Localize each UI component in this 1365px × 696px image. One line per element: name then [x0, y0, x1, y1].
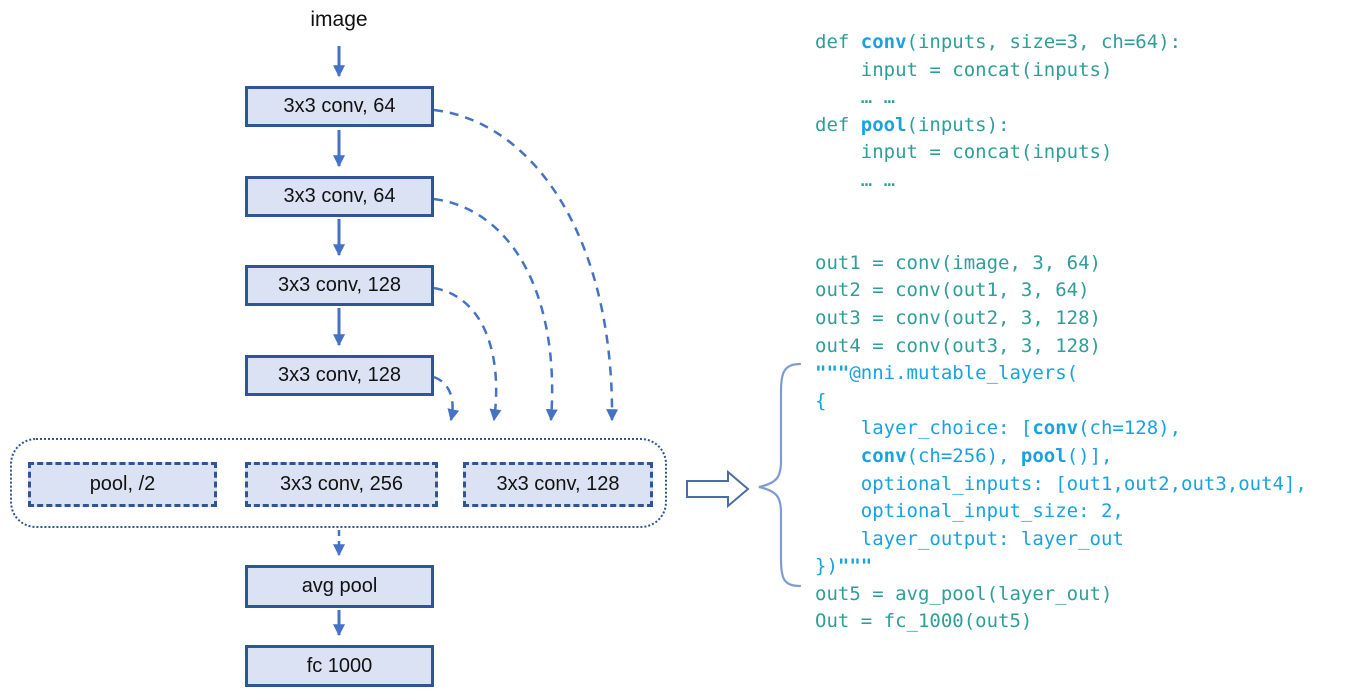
- code-line: input = concat(inputs): [815, 141, 1113, 164]
- code-line: input = concat(inputs): [815, 58, 1113, 81]
- mutable-layer-container: [10, 438, 667, 528]
- code-line: optional_inputs: [out1,out2,out3,out4],: [815, 472, 1307, 495]
- conv-box-4: 3x3 conv, 128: [245, 355, 434, 396]
- code-line: layer_choice: [conv(ch=128),: [815, 417, 1182, 440]
- mutable-choice-pool: pool, /2: [28, 462, 217, 507]
- code-line: … …: [815, 168, 896, 191]
- code-line: out2 = conv(out1, 3, 64): [815, 279, 1090, 302]
- conv-box-2: 3x3 conv, 64: [245, 176, 434, 217]
- mutable-choice-conv-256: 3x3 conv, 256: [245, 462, 438, 507]
- code-line: [815, 222, 1307, 250]
- code-line: })""": [815, 555, 873, 578]
- skip-connection-arc-1: [433, 108, 619, 422]
- skip-connection-arc-3: [433, 286, 502, 422]
- fc-1000-box: fc 1000: [245, 645, 434, 687]
- mutable-choice-conv-128: 3x3 conv, 128: [463, 462, 653, 507]
- code-line: [815, 195, 1307, 223]
- code-line: conv(ch=256), pool()],: [860, 444, 1113, 467]
- code-line: layer_output: layer_out: [815, 527, 1124, 550]
- skip-connection-arc-4: [433, 375, 460, 422]
- conv-box-3: 3x3 conv, 128: [245, 265, 434, 306]
- avg-pool-box: avg pool: [245, 565, 434, 608]
- code-brace: [758, 362, 802, 588]
- code-block: def conv(inputs, size=3, ch=64): input =…: [815, 29, 1307, 636]
- code-line: out5 = avg_pool(layer_out): [815, 582, 1113, 605]
- code-line: """@nni.mutable_layers(: [815, 362, 1079, 385]
- code-line: out1 = conv(image, 3, 64): [815, 251, 1101, 274]
- input-label: image: [310, 8, 368, 31]
- code-line: … …: [815, 86, 896, 109]
- code-line: def conv(inputs, size=3, ch=64):: [815, 31, 1182, 53]
- code-line: out4 = conv(out3, 3, 128): [815, 334, 1101, 357]
- code-line: optional_input_size: 2,: [815, 500, 1124, 523]
- code-line: {: [815, 389, 827, 412]
- skip-connection-arc-2: [433, 197, 558, 422]
- code-line: out3 = conv(out2, 3, 128): [815, 306, 1101, 329]
- block-arrow-icon: [686, 469, 750, 509]
- code-line: def pool(inputs):: [815, 113, 1010, 136]
- conv-box-1: 3x3 conv, 64: [245, 86, 434, 127]
- code-line: Out = fc_1000(out5): [815, 610, 1033, 633]
